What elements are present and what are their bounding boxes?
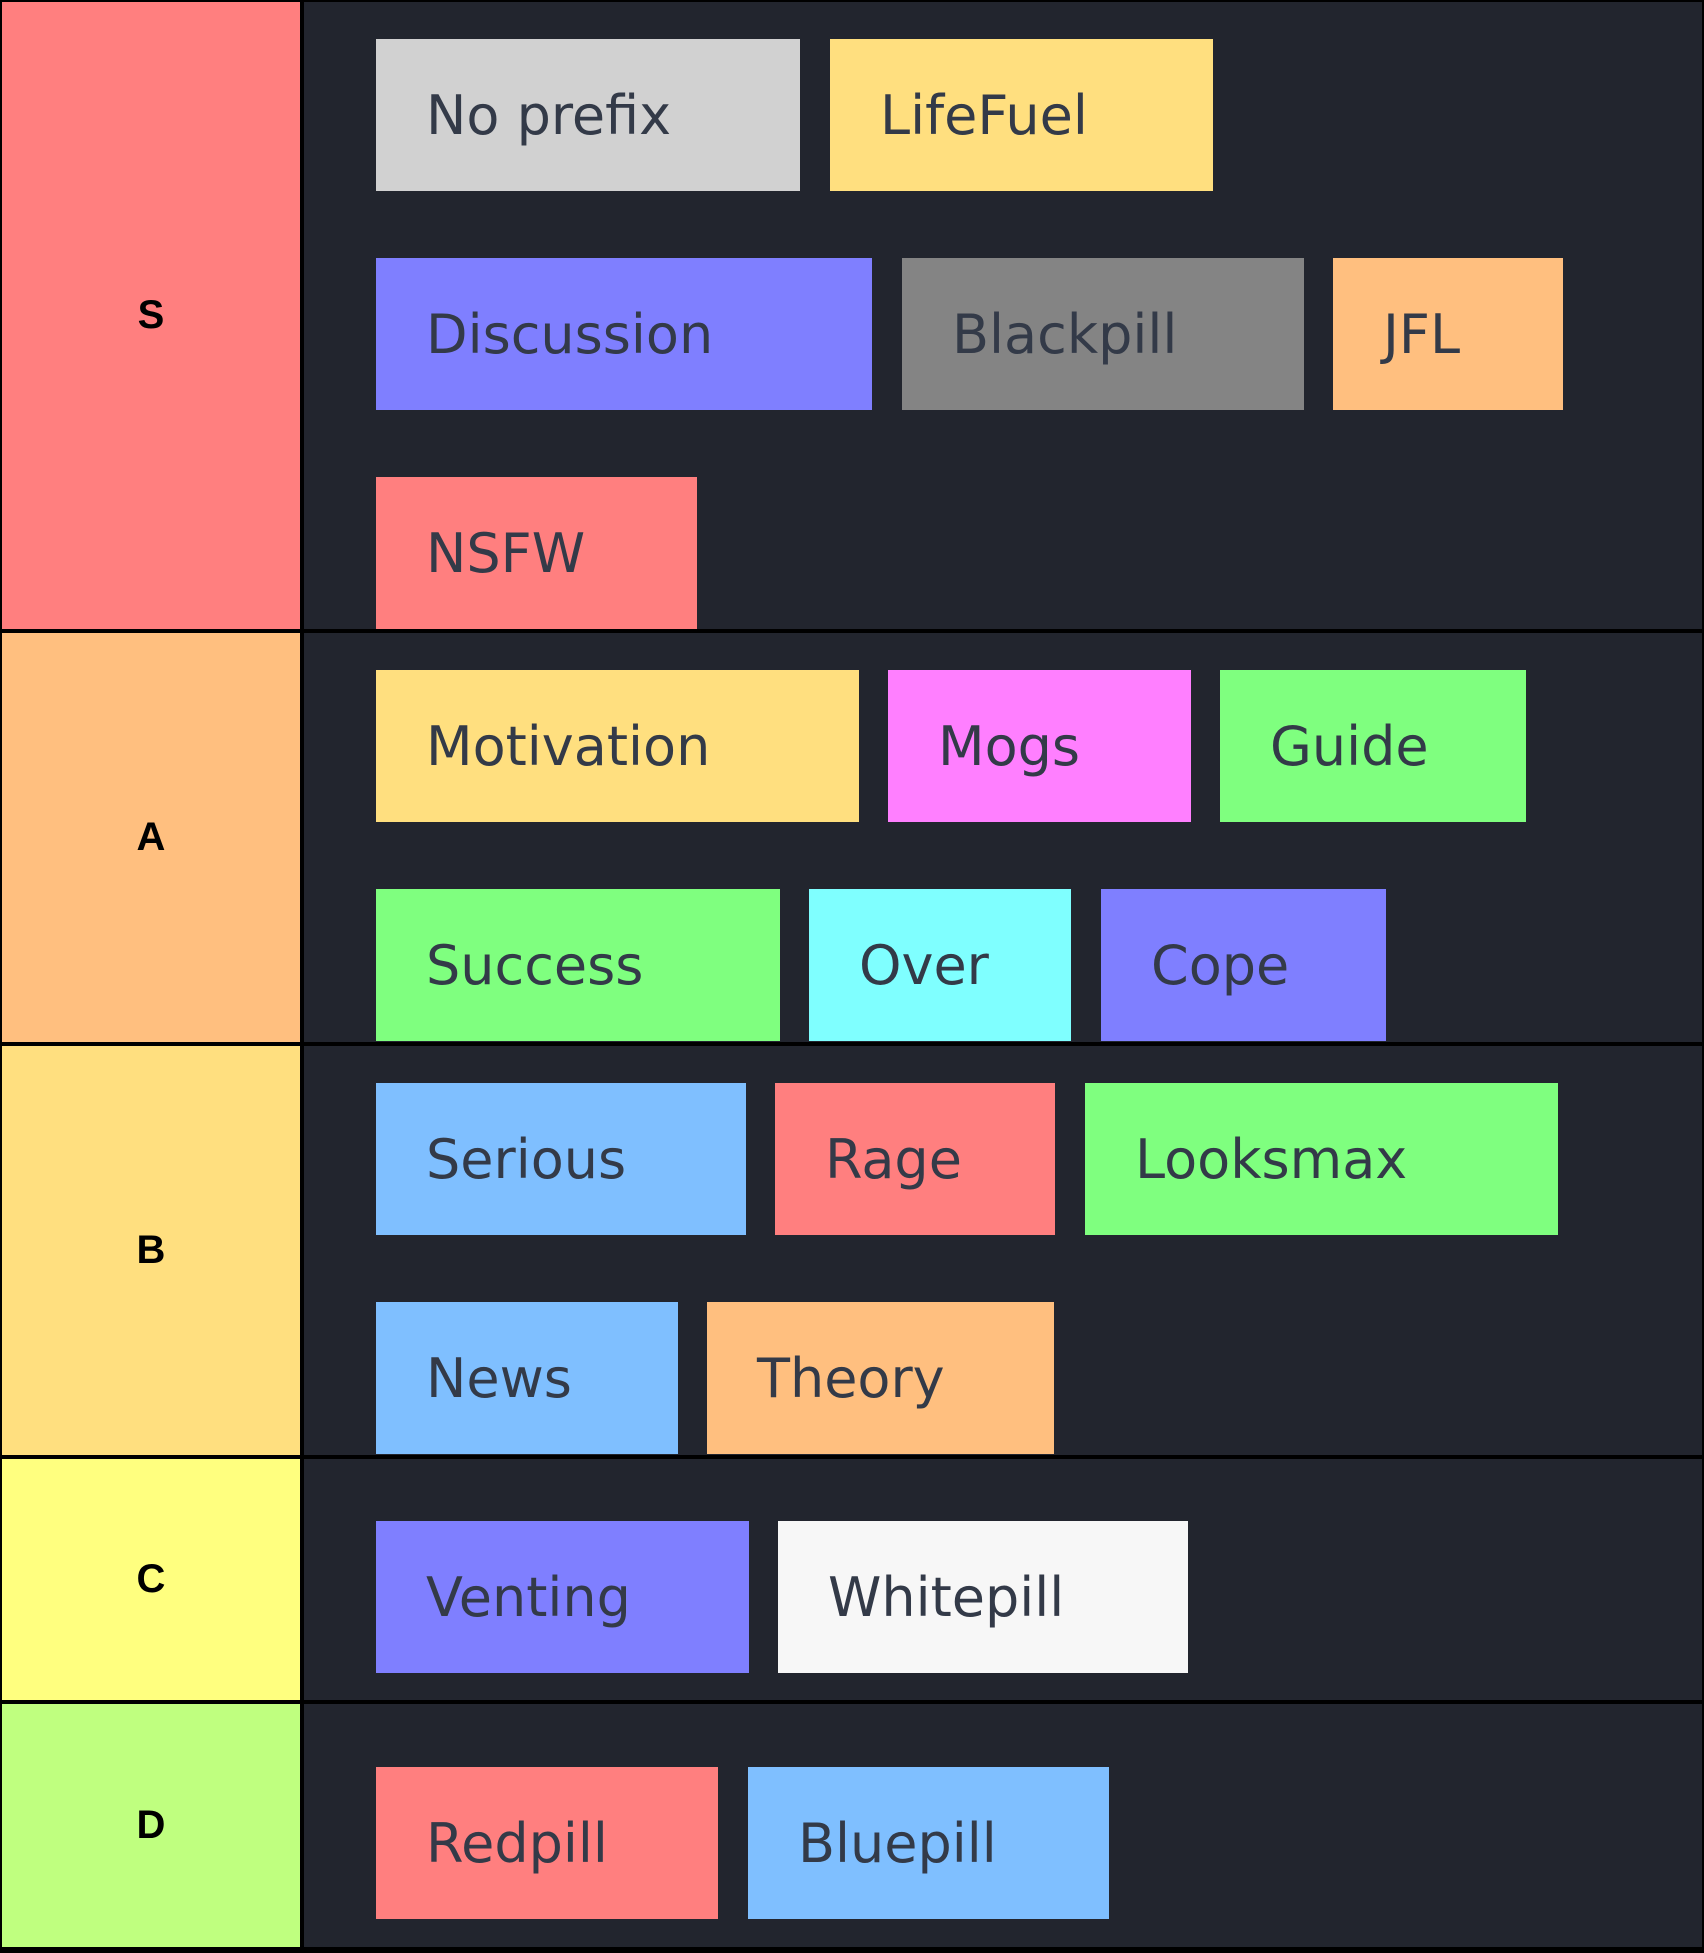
tag-item[interactable]: No prefix (376, 39, 800, 191)
tier-label-c[interactable]: C (2, 1459, 300, 1700)
tier-items-d[interactable]: Redpill Bluepill (304, 1704, 1702, 1947)
tier-row-s: S No prefix LifeFuel Discussion Blackpil… (2, 2, 1702, 629)
tier-items-s[interactable]: No prefix LifeFuel Discussion Blackpill … (304, 2, 1702, 629)
tag-item[interactable]: Whitepill (778, 1521, 1188, 1673)
tag-item[interactable]: Discussion (376, 258, 872, 410)
tag-item[interactable]: News (376, 1302, 678, 1454)
tag-item[interactable]: Venting (376, 1521, 749, 1673)
tier-row-b: B Serious Rage Looksmax News Theory (2, 1046, 1702, 1455)
tier-items-a[interactable]: Motivation Mogs Guide Success Over Cope (304, 633, 1702, 1042)
tag-item[interactable]: Success (376, 889, 780, 1041)
tier-row-c: C Venting Whitepill (2, 1459, 1702, 1700)
tier-items-c[interactable]: Venting Whitepill (304, 1459, 1702, 1700)
tier-row-a: A Motivation Mogs Guide Success Over Cop… (2, 633, 1702, 1042)
tier-label-s[interactable]: S (2, 2, 300, 629)
tag-item[interactable]: Looksmax (1085, 1083, 1558, 1235)
tag-item[interactable]: Redpill (376, 1767, 718, 1919)
tier-row-d: D Redpill Bluepill (2, 1704, 1702, 1947)
tier-label-d[interactable]: D (2, 1704, 300, 1947)
tag-item[interactable]: Guide (1220, 670, 1526, 822)
tag-item[interactable]: Theory (707, 1302, 1054, 1454)
tag-item[interactable]: Rage (775, 1083, 1055, 1235)
tag-item[interactable]: Mogs (888, 670, 1191, 822)
tag-item[interactable]: Bluepill (748, 1767, 1109, 1919)
tier-label-a[interactable]: A (2, 633, 300, 1042)
tag-item[interactable]: Serious (376, 1083, 746, 1235)
tier-items-b[interactable]: Serious Rage Looksmax News Theory (304, 1046, 1702, 1455)
tag-item[interactable]: Over (809, 889, 1071, 1041)
tag-item[interactable]: NSFW (376, 477, 697, 629)
tag-item[interactable]: JFL (1333, 258, 1563, 410)
tag-item[interactable]: Blackpill (902, 258, 1304, 410)
tag-item[interactable]: Cope (1101, 889, 1386, 1041)
tier-label-b[interactable]: B (2, 1046, 300, 1455)
tag-item[interactable]: LifeFuel (830, 39, 1213, 191)
tag-item[interactable]: Motivation (376, 670, 859, 822)
